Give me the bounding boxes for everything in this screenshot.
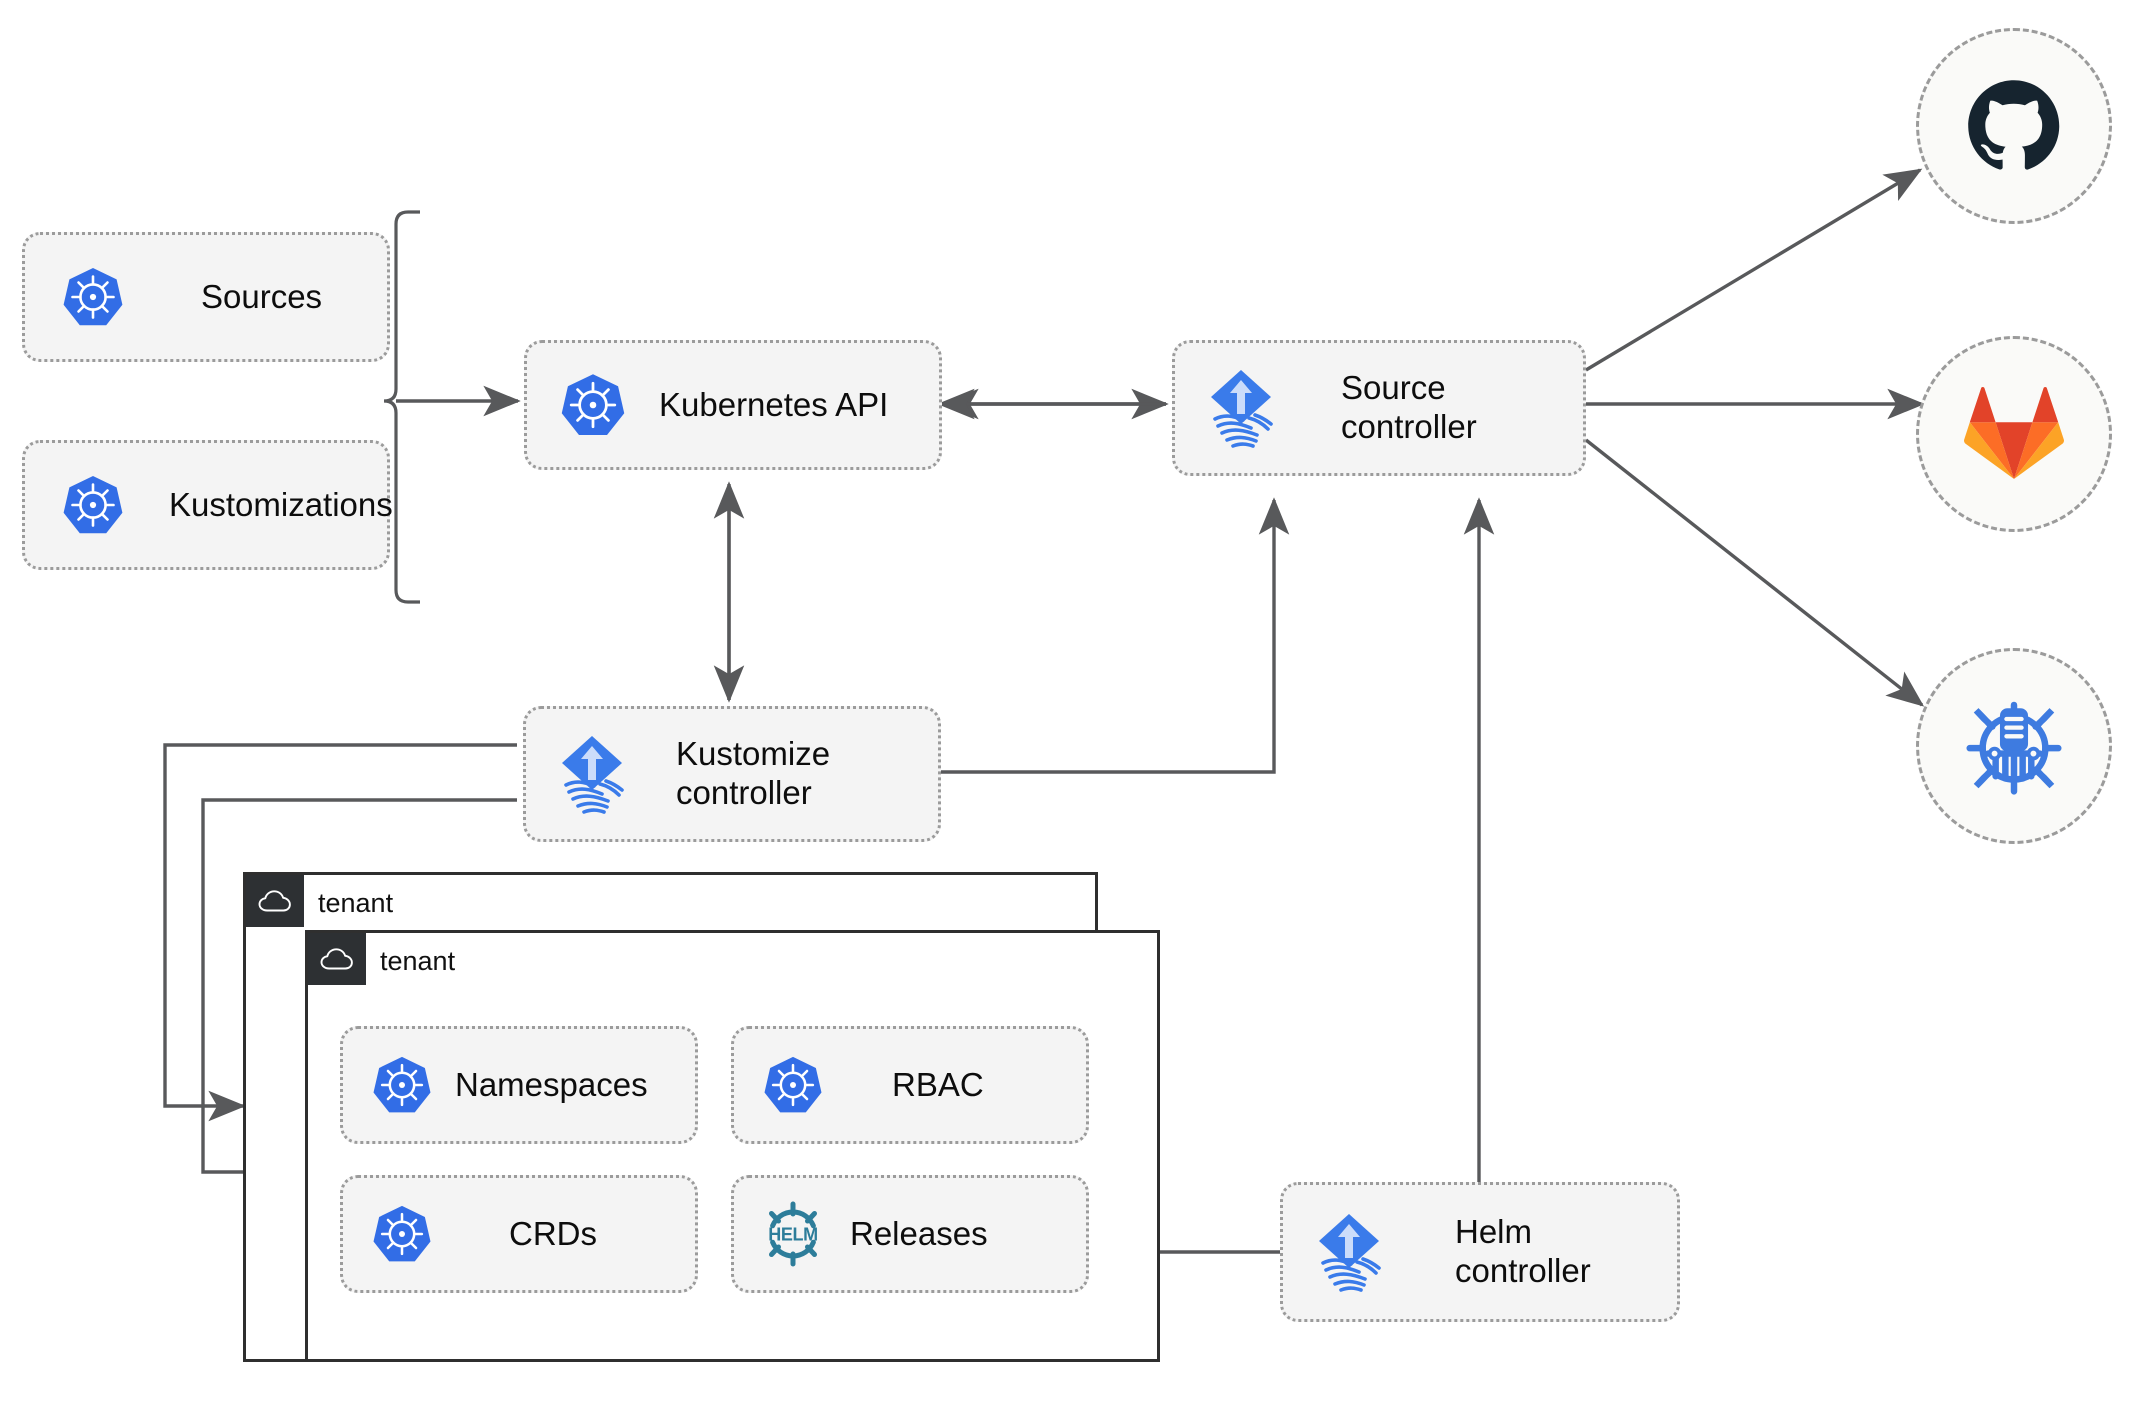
helm-registry-icon xyxy=(1966,701,2062,795)
tenant-label-inner: tenant xyxy=(380,946,456,976)
node-helm-controller[interactable]: Helm controller xyxy=(1280,1182,1680,1322)
node-kustomize-controller[interactable]: Kustomize controller xyxy=(523,706,941,842)
helm-icon: HELM xyxy=(768,1201,818,1267)
node-label: Releases xyxy=(850,1214,988,1252)
tenant-panel-inner: tenant xyxy=(305,930,1160,1362)
node-label: Namespaces xyxy=(455,1065,648,1103)
tenant-label-outer: tenant xyxy=(318,888,394,918)
kubernetes-icon xyxy=(764,1056,822,1113)
gitlab-icon xyxy=(1964,387,2064,479)
node-sources[interactable]: Sources xyxy=(22,232,390,362)
node-rbac[interactable]: RBAC xyxy=(731,1026,1089,1144)
kubernetes-icon xyxy=(561,374,625,435)
node-label: RBAC xyxy=(892,1065,984,1103)
node-releases[interactable]: HELM Releases xyxy=(731,1175,1089,1293)
flux-icon xyxy=(1319,1214,1381,1292)
tenant-tab-inner xyxy=(308,933,366,985)
node-label: Source controller xyxy=(1341,369,1477,445)
node-label: Helm controller xyxy=(1455,1213,1591,1289)
node-label: Kubernetes API xyxy=(659,385,889,423)
repo-github[interactable] xyxy=(1916,28,2112,224)
kubernetes-icon xyxy=(63,268,123,326)
kubernetes-icon xyxy=(373,1056,431,1113)
node-crds[interactable]: CRDs xyxy=(340,1175,698,1293)
repo-gitlab[interactable] xyxy=(1916,336,2112,532)
kubernetes-icon xyxy=(63,476,123,534)
node-kustomizations[interactable]: Kustomizations xyxy=(22,440,393,570)
cloud-icon xyxy=(258,890,291,912)
flux-icon xyxy=(1211,370,1273,448)
node-label: Kustomizations xyxy=(169,485,393,523)
node-namespaces[interactable]: Namespaces xyxy=(340,1026,698,1144)
node-label: CRDs xyxy=(509,1214,597,1252)
tenant-tab-outer xyxy=(246,875,304,927)
repo-helm-registry[interactable] xyxy=(1916,648,2112,844)
svg-text:HELM: HELM xyxy=(768,1225,817,1245)
cloud-icon xyxy=(320,948,353,970)
flux-icon xyxy=(562,736,624,814)
node-kubernetes-api[interactable]: Kubernetes API xyxy=(524,340,942,470)
node-label: Sources xyxy=(201,277,323,315)
github-icon xyxy=(1968,80,2060,170)
node-source-controller[interactable]: Source controller xyxy=(1172,340,1586,476)
kubernetes-icon xyxy=(373,1205,431,1262)
node-label: Kustomize controller xyxy=(676,735,831,811)
